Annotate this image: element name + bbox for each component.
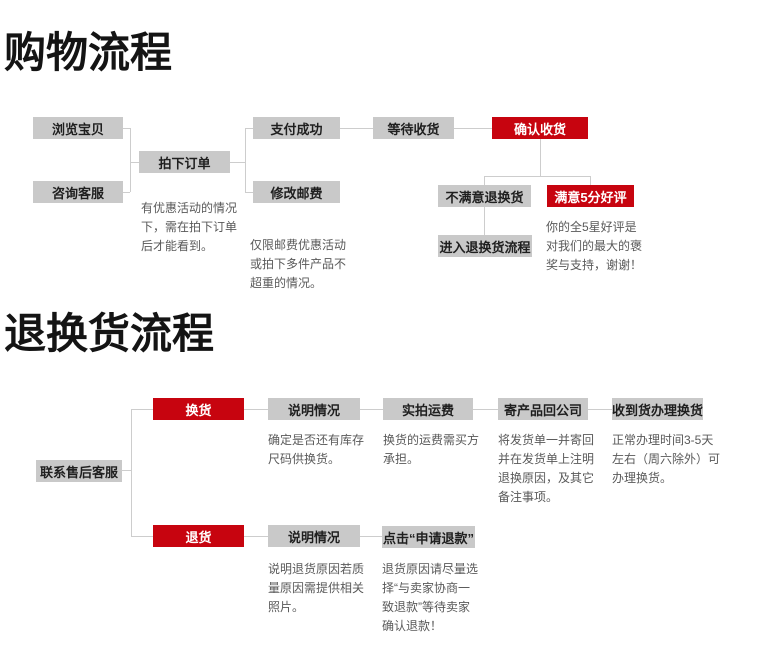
- connector-line: [245, 128, 246, 192]
- connector-line: [340, 128, 373, 129]
- note-postage-condition: 仅限邮费优惠活动 或拍下多件产品不 超重的情况。: [250, 238, 347, 290]
- connector-line: [484, 207, 485, 235]
- connector-line: [360, 536, 382, 537]
- note-ship-back-invoice: 将发货单一并寄回 并在发货单上注明 退换原因，及其它 备注事项。: [498, 433, 595, 504]
- connector-line: [130, 128, 131, 192]
- flow-step-ship-back: 寄产品回公司: [498, 398, 588, 420]
- connector-line: [131, 409, 132, 536]
- connector-line: [590, 176, 591, 185]
- flow-step-click-apply-refund: 点击“申请退款”: [382, 526, 475, 548]
- flow-step-five-star-praise: 满意5分好评: [547, 185, 634, 207]
- connector-line: [244, 409, 268, 410]
- connector-line: [244, 536, 268, 537]
- flow-step-browse-items: 浏览宝贝: [33, 117, 123, 139]
- flow-step-enter-return-process: 进入退换货流程: [438, 235, 532, 257]
- note-processing-time: 正常办理时间3-5天 左右（周六除外）可 办理换货。: [612, 433, 721, 485]
- flow-step-explain-refund: 说明情况: [268, 525, 360, 547]
- shopping-flow-title: 购物流程: [4, 29, 173, 76]
- connector-line: [121, 470, 131, 471]
- flow-step-consult-service: 咨询客服: [33, 181, 123, 203]
- return-flow-title: 退换货流程: [4, 310, 215, 357]
- connector-line: [540, 139, 541, 176]
- connector-line: [245, 128, 253, 129]
- connector-line: [484, 176, 485, 185]
- flow-step-confirm-receipt: 确认收货: [492, 117, 588, 139]
- note-praise-thanks: 你的全5星好评是 对我们的最大的褒 奖与支持，谢谢！: [546, 220, 643, 272]
- connector-line: [131, 536, 153, 537]
- connector-line: [123, 128, 130, 129]
- connector-line: [245, 192, 253, 193]
- connector-line: [588, 409, 612, 410]
- flow-step-wait-delivery: 等待收货: [373, 117, 454, 139]
- connector-line: [360, 409, 383, 410]
- flow-step-modify-postage: 修改邮费: [253, 181, 340, 203]
- note-order-discount: 有优惠活动的情况 下，需在拍下订单 后才能看到。: [141, 201, 238, 253]
- connector-line: [473, 409, 498, 410]
- flow-step-pay-success: 支付成功: [253, 117, 340, 139]
- flow-step-actual-freight: 实拍运费: [383, 398, 473, 420]
- connector-line: [454, 128, 492, 129]
- note-refund-reason-photo: 说明退货原因若质 量原因需提供相关 照片。: [268, 562, 365, 614]
- connector-line: [123, 192, 130, 193]
- connector-line: [131, 409, 153, 410]
- flow-step-explain-exchange: 说明情况: [268, 398, 360, 420]
- connector-line: [230, 162, 245, 163]
- flow-step-refund: 退货: [153, 525, 244, 547]
- flow-step-receive-exchange: 收到货办理换货: [612, 398, 703, 420]
- connector-line: [130, 162, 139, 163]
- flow-step-place-order: 拍下订单: [139, 151, 230, 173]
- flow-step-unsatisfied-return: 不满意退换货: [438, 185, 531, 207]
- flow-step-exchange: 换货: [153, 398, 244, 420]
- flow-step-contact-aftersales: 联系售后客服: [36, 460, 122, 482]
- connector-line: [484, 176, 590, 177]
- note-stock-check: 确定是否还有库存 尺码供换货。: [268, 433, 365, 466]
- note-refund-option: 退货原因请尽量选 择“与卖家协商一 致退款”等待卖家 确认退款！: [382, 562, 479, 633]
- note-freight-buyer: 换货的运费需买方 承担。: [383, 433, 480, 466]
